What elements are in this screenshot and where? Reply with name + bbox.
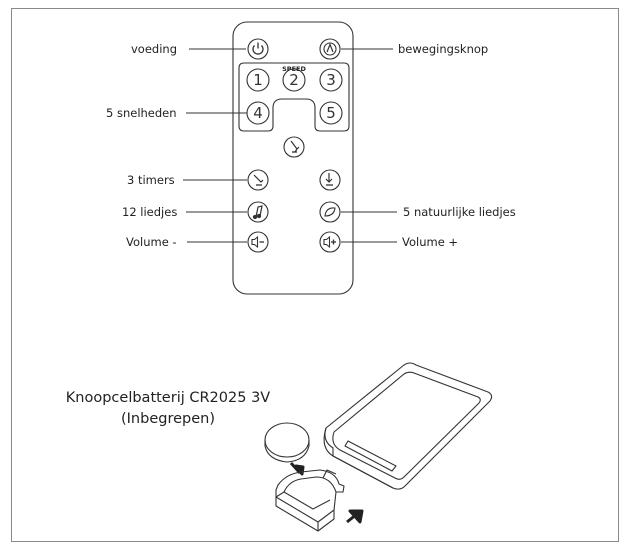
battery-tray (275, 469, 345, 532)
speed-cluster-outline (238, 62, 350, 132)
arrow-insert (346, 509, 364, 524)
label-songs: 12 liedjes (122, 205, 177, 219)
battery-caption-line1: Knoopcelbatterij CR2025 3V (66, 390, 271, 406)
speed-button-2: 2 (289, 71, 299, 89)
speed-button-3: 3 (326, 71, 336, 89)
power-button (247, 38, 269, 60)
timer-left-button (247, 169, 269, 191)
speed-button-1: 1 (253, 71, 263, 89)
arrow-down (289, 461, 305, 476)
volume-down-button (247, 231, 269, 253)
speed-button-5-ring (319, 101, 343, 125)
coin-battery (264, 422, 310, 463)
volume-up-button (319, 231, 341, 253)
label-nature: 5 natuurlijke liedjes (403, 205, 516, 219)
timer-right-button (319, 169, 341, 191)
label-volume-up: Volume + (402, 235, 458, 249)
speed-button-3-ring (319, 68, 343, 92)
label-speeds: 5 snelheden (106, 106, 177, 120)
speed-button-5: 5 (326, 104, 336, 122)
label-timers: 3 timers (127, 173, 175, 187)
timer-center-button (283, 136, 305, 158)
label-volume-down: Volume - (126, 235, 177, 249)
remote-body (232, 21, 354, 295)
nature-songs-button (319, 201, 341, 223)
diagram-frame (11, 8, 619, 542)
speed-button-1-ring (246, 68, 270, 92)
remote-perspective (323, 362, 493, 490)
speed-button-2-ring (282, 68, 306, 92)
songs-button (247, 201, 269, 223)
speed-button-4: 4 (253, 104, 263, 122)
speed-label: SPEED (282, 65, 306, 73)
label-power: voeding (131, 42, 177, 56)
battery-caption-line2: (Inbegrepen) (121, 411, 215, 427)
label-motion: bewegingsknop (398, 42, 488, 56)
motion-button (319, 38, 341, 60)
